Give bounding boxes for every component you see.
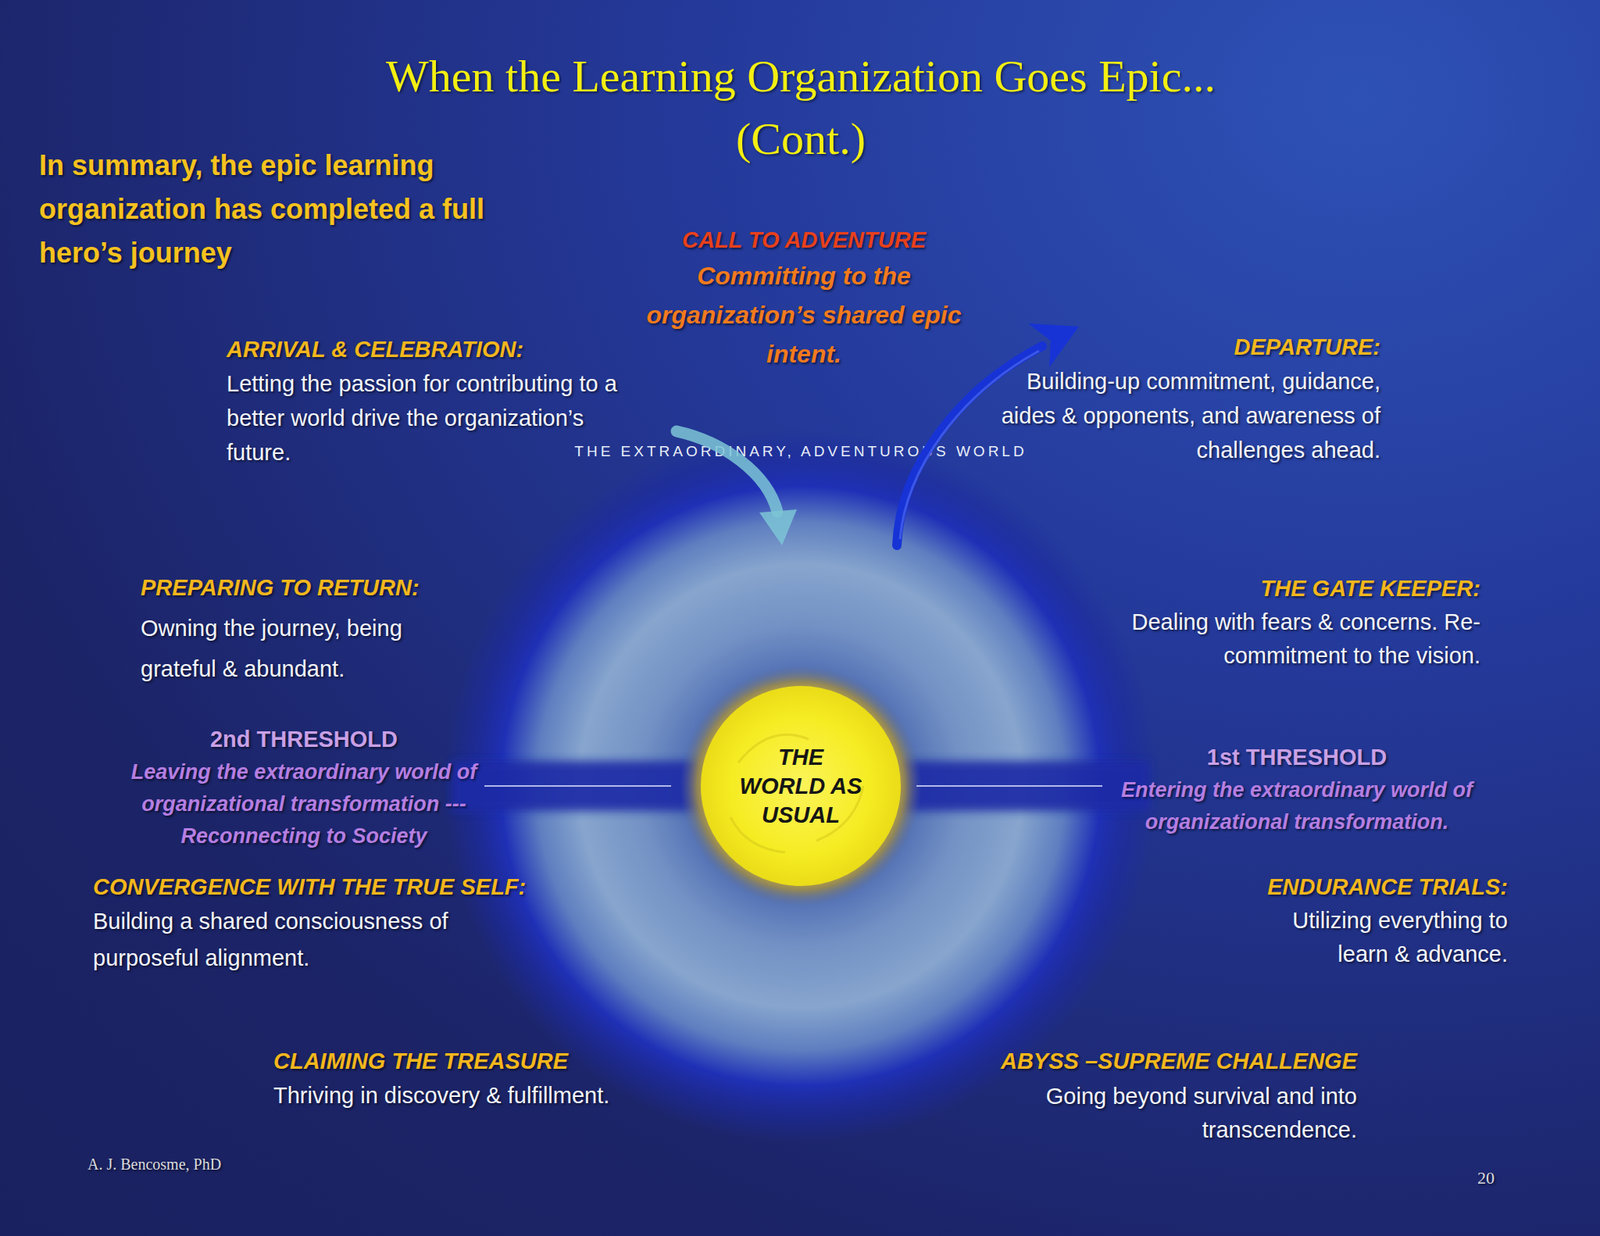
core-halo [679,664,922,908]
ordinary-world-circle: THE WORLD AS USUAL [679,664,922,908]
departure-arrowhead [1028,323,1079,368]
stage-description: Committing to the organization’s shared … [632,256,976,374]
arrival-arrow [676,431,778,512]
leader-line [916,785,1103,787]
page-number: 20 [1416,1167,1495,1190]
stage-heading: DEPARTURE: [942,331,1381,363]
ring-glow [443,428,1158,1143]
stage-description: Owning the journey, being grateful & abu… [140,607,454,690]
stage-description: Building-up commitment, guidance, aides … [966,364,1381,468]
departure-arrow-highlight [900,350,1040,540]
core-disc [700,685,901,886]
stage-heading: CONVERGENCE WITH THE TRUE SELF: [92,871,562,903]
stage-heading: THE GATE KEEPER: [1089,572,1481,604]
stage-description: Building a shared consciousness of purpo… [92,903,484,977]
summary-text: In summary, the epic learning organizati… [39,143,516,275]
stage-description: Dealing with fears & concerns. Re-commit… [1113,605,1481,673]
threshold-heading: 2nd THRESHOLD [112,723,496,755]
stage-description: Going beyond survival and into transcend… [982,1079,1358,1147]
stage-heading: ARRIVAL & CELEBRATION: [226,333,665,365]
leader-line [484,785,672,787]
threshold-description: Entering the extraordinary world of orga… [1101,774,1493,839]
threshold-description: Leaving the extraordinary world of organ… [112,756,496,853]
diagram-title: When the Learning Organization Goes Epic… [332,45,1270,171]
ring-label: THE EXTRAORDINARY, ADVENTUROUS WORLD [443,442,1158,461]
stage-description: Thriving in discovery & fulfillment. [273,1078,743,1113]
stage-heading: CLAIMING THE TREASURE [273,1045,743,1077]
author-credit: A. J. Bencosme, PhD [87,1153,400,1175]
stage-heading: ENDURANCE TRIALS: [1117,871,1508,903]
stage-heading: ABYSS –SUPREME CHALLENGE [888,1045,1358,1077]
stage-heading: CALL TO ADVENTURE [608,224,1000,256]
threshold-heading: 1st THRESHOLD [1101,741,1493,773]
extraordinary-world-ring: THE EXTRAORDINARY, ADVENTUROUS WORLD THE … [443,428,1158,1143]
arrival-arrowhead [759,509,797,546]
stage-heading: PREPARING TO RETURN: [140,571,532,604]
stage-description: Utilizing everything to learn & advance. [1265,903,1508,972]
stage-description: Letting the passion for contributing to … [226,366,641,470]
departure-arrow [896,346,1043,546]
center-label: THE WORLD AS USUAL [732,742,870,830]
